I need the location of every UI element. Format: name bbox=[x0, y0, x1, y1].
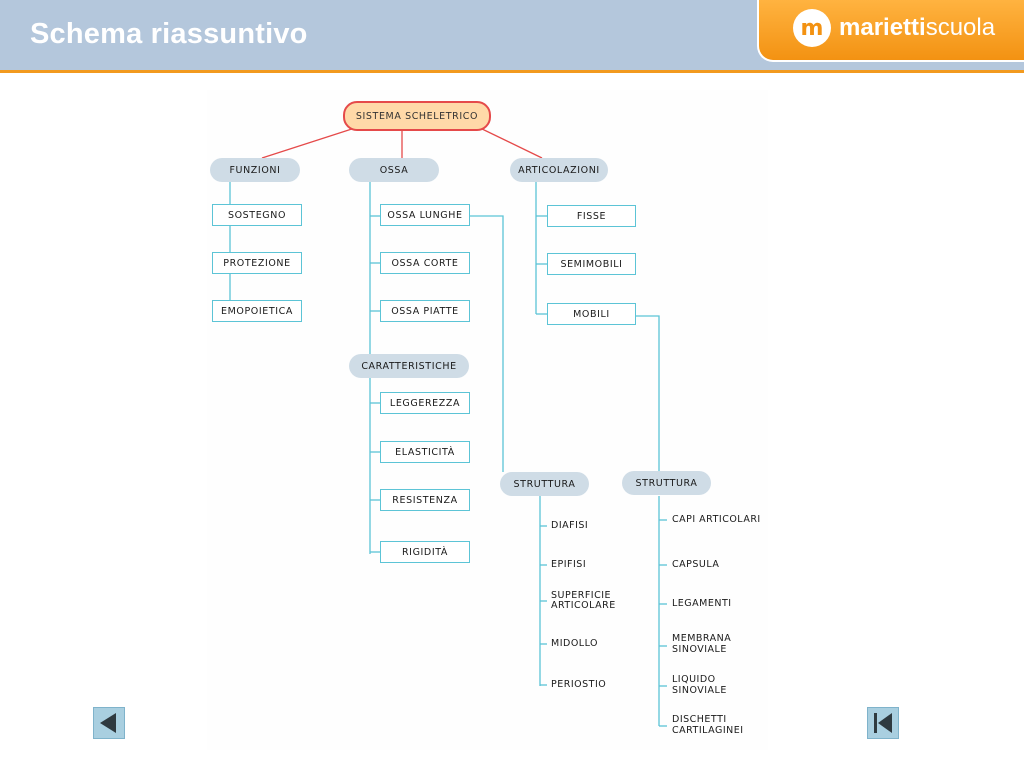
header-divider bbox=[0, 70, 1024, 73]
leaf-epifisi: EPIFISI bbox=[551, 559, 587, 570]
leaf-midollo: MIDOLLO bbox=[551, 638, 599, 649]
node-funzioni: FUNZIONI bbox=[210, 158, 300, 182]
node-struttura-articolazioni: STRUTTURA bbox=[622, 471, 711, 495]
node-ossa-corte: OSSA CORTE bbox=[380, 252, 470, 274]
node-articolazioni: ARTICOLAZIONI bbox=[510, 158, 608, 182]
leaf-articolare: ARTICOLARE bbox=[551, 600, 616, 611]
node-mobili: MOBILI bbox=[547, 303, 636, 325]
brand-name-light: scuola bbox=[925, 14, 996, 41]
node-leggerezza: LEGGEREZZA bbox=[380, 392, 470, 414]
leaf-superficie: SUPERFICIE bbox=[551, 590, 612, 601]
skip-to-first-icon bbox=[874, 713, 892, 733]
leaf-diafisi: DIAFISI bbox=[551, 520, 589, 531]
leaf-sinoviale-membrana: SINOVIALE bbox=[672, 644, 727, 655]
node-caratteristiche: CARATTERISTICHE bbox=[349, 354, 469, 378]
brand-name-bold: marietti bbox=[839, 14, 926, 41]
leaf-cartilaginei: CARTILAGINEI bbox=[672, 725, 744, 736]
node-sostegno: SOSTEGNO bbox=[212, 204, 302, 226]
diagram-canvas bbox=[207, 90, 768, 750]
node-struttura-ossa: STRUTTURA bbox=[500, 472, 589, 496]
node-protezione: PROTEZIONE bbox=[212, 252, 302, 274]
first-slide-button[interactable] bbox=[866, 706, 900, 740]
node-elasticita: ELASTICITÀ bbox=[380, 441, 470, 463]
page-title: Schema riassuntivo bbox=[30, 18, 308, 50]
node-fisse: FISSE bbox=[547, 205, 636, 227]
node-rigidita: RIGIDITÀ bbox=[380, 541, 470, 563]
brand-logo: m mariettiscuola bbox=[757, 0, 1024, 62]
leaf-capi-articolari: CAPI ARTICOLARI bbox=[672, 514, 761, 525]
brand-mark-icon: m bbox=[793, 9, 831, 47]
back-button[interactable] bbox=[92, 706, 126, 740]
leaf-liquido: LIQUIDO bbox=[672, 674, 716, 685]
leaf-capsula: CAPSULA bbox=[672, 559, 720, 570]
leaf-sinoviale-liquido: SINOVIALE bbox=[672, 685, 727, 696]
node-ossa: OSSA bbox=[349, 158, 439, 182]
leaf-periostio: PERIOSTIO bbox=[551, 679, 607, 690]
triangle-left-icon bbox=[100, 713, 116, 733]
node-resistenza: RESISTENZA bbox=[380, 489, 470, 511]
leaf-dischetti: DISCHETTI bbox=[672, 714, 727, 725]
leaf-membrana: MEMBRANA bbox=[672, 633, 732, 644]
node-ossa-lunghe: OSSA LUNGHE bbox=[380, 204, 470, 226]
brand-name: mariettiscuola bbox=[839, 14, 995, 42]
node-semimobili: SEMIMOBILI bbox=[547, 253, 636, 275]
node-emopoietica: EMOPOIETICA bbox=[212, 300, 302, 322]
node-ossa-piatte: OSSA PIATTE bbox=[380, 300, 470, 322]
node-root: SISTEMA SCHELETRICO bbox=[343, 101, 491, 131]
leaf-legamenti: LEGAMENTI bbox=[672, 598, 732, 609]
